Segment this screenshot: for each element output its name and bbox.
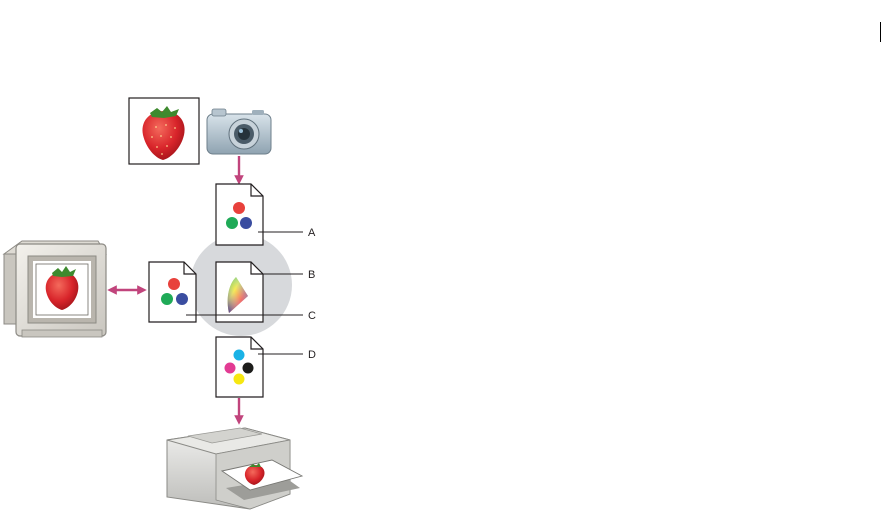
callout-b-label: B	[308, 269, 315, 281]
monitor-profile-document-icon	[149, 262, 196, 322]
rgb-profile-document-icon	[216, 184, 263, 245]
strawberry-photo-icon	[129, 98, 199, 164]
callout-a-label: A	[308, 227, 316, 239]
callout-c-label: C	[308, 310, 316, 322]
cmyk-profile-document-icon	[216, 337, 263, 397]
callout-d-label: D	[308, 349, 316, 361]
color-gamut-document-icon	[216, 262, 263, 322]
inkjet-printer-icon	[167, 428, 302, 509]
digital-camera-icon	[207, 109, 271, 154]
crt-monitor-icon	[4, 241, 106, 337]
